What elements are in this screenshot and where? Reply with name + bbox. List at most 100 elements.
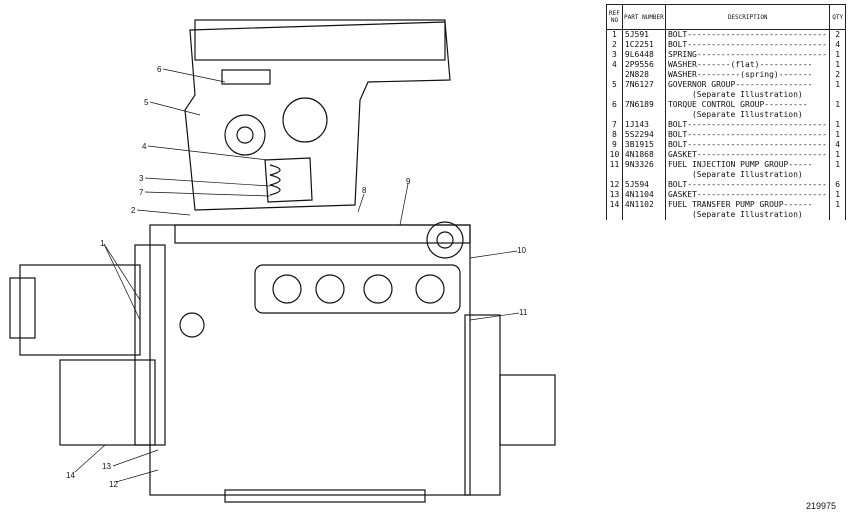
table-cell-description: GOVERNOR GROUP----------------(Separate … [664, 80, 831, 100]
table-cell-qty: 4 [829, 40, 846, 50]
table-cell-qty: 1 [829, 100, 846, 120]
callout-4: 4 [142, 142, 147, 151]
table-cell-qty: 1 [829, 150, 846, 160]
table-cell-ref: 7 [606, 120, 623, 130]
table-cell-description: BOLT----------------------------- [664, 140, 831, 150]
table-cell-description: BOLT----------------------------- [664, 120, 831, 130]
table-cell-qty: 1 [829, 190, 846, 200]
table-cell-qty: 1 [829, 120, 846, 130]
table-cell-ref: 4 [606, 60, 623, 70]
table-cell-qty: 1 [829, 130, 846, 140]
table-cell-part-number: 4N1868 [621, 150, 666, 160]
callout-3: 3 [139, 174, 144, 183]
description-text: BOLT----------------------------- [667, 40, 827, 49]
table-cell-qty: 1 [829, 160, 846, 180]
table-cell-qty: 1 [829, 80, 846, 100]
housing-boss-left [179, 312, 205, 338]
header-part-number: PART NUMBER [621, 4, 666, 30]
header-ref: REF NO [606, 4, 623, 30]
figure-number: 219975 [806, 501, 837, 511]
table-cell-ref: 14 [606, 200, 623, 220]
table-cell-part-number: 4N1104 [621, 190, 666, 200]
callout-8: 8 [362, 186, 367, 195]
table-cell-part-number: 3B1915 [621, 140, 666, 150]
table-cell-description: SPRING--------------------------- [664, 50, 831, 60]
table-cell-part-number: 1C2251 [621, 40, 666, 50]
table-cell-qty: 1 [829, 50, 846, 60]
callout-9: 9 [406, 177, 411, 186]
description-note: (Separate Illustration) [691, 90, 803, 99]
description-text: BOLT----------------------------- [667, 30, 827, 39]
callout-6: 6 [157, 65, 162, 74]
description-text: TORQUE CONTROL GROUP--------- [667, 100, 808, 109]
callout-2: 2 [131, 206, 136, 215]
outlet-fitting-4 [415, 274, 445, 304]
table-cell-ref: 13 [606, 190, 623, 200]
table-cell-description: BOLT----------------------------- [664, 40, 831, 50]
description-text: SPRING--------------------------- [667, 50, 827, 59]
governor-cover [194, 19, 446, 61]
table-cell-description: FUEL INJECTION PUMP GROUP-----(Separate … [664, 160, 831, 180]
description-text: WASHER-------(flat)----------- [667, 60, 813, 69]
description-text: BOLT----------------------------- [667, 130, 827, 139]
description-text: GASKET--------------------------- [667, 150, 827, 159]
header-qty: QTY [829, 4, 846, 30]
callout-10: 10 [517, 246, 526, 255]
table-cell-qty: 6 [829, 180, 846, 190]
table-header-row: REF NO PART NUMBER DESCRIPTION QTY [606, 4, 846, 30]
callout-7: 7 [139, 188, 144, 197]
leader-lines [74, 68, 520, 483]
table-cell-ref: 1 [606, 29, 623, 40]
table-cell-ref: 2 [606, 40, 623, 50]
description-text: FUEL INJECTION PUMP GROUP----- [667, 160, 813, 169]
description-text: BOLT----------------------------- [667, 180, 827, 189]
table-cell-part-number: 1J143 [621, 120, 666, 130]
table-cell-description: GASKET--------------------------- [664, 150, 831, 160]
callout-11: 11 [519, 308, 528, 317]
table-cell-description: BOLT----------------------------- [664, 130, 831, 140]
table-cell-part-number: 2P9556 [621, 60, 666, 70]
transfer-pump-end-cap [9, 277, 36, 339]
callout-labels: 1 2 3 4 5 6 7 8 9 10 11 12 13 14 [66, 65, 528, 489]
callout-5: 5 [144, 98, 149, 107]
table-cell-ref: 9 [606, 140, 623, 150]
table-cell-qty: 1 [829, 60, 846, 70]
housing-plug [426, 221, 464, 259]
table-cell-part-number: 9L6448 [621, 50, 666, 60]
description-note: (Separate Illustration) [691, 210, 803, 219]
outlet-fitting-1 [272, 274, 302, 304]
governor-boss-bore [236, 126, 254, 144]
description-text: BOLT----------------------------- [667, 140, 827, 149]
governor-housing [184, 21, 451, 211]
description-note: (Separate Illustration) [691, 110, 803, 119]
table-cell-part-number: 9N3326 [621, 160, 666, 180]
callout-14: 14 [66, 471, 75, 480]
description-text: GOVERNOR GROUP---------------- [667, 80, 813, 89]
table-cell-part-number: 2N828 [621, 70, 666, 80]
table-cell-ref: 6 [606, 100, 623, 120]
housing-plug-hex [436, 231, 454, 249]
table-cell-ref [606, 70, 623, 80]
table-cell-description: GASKET--------------------------- [664, 190, 831, 200]
table-cell-description: FUEL TRANSFER PUMP GROUP------(Separate … [664, 200, 831, 220]
header-description: DESCRIPTION [664, 4, 831, 30]
table-cell-qty: 4 [829, 140, 846, 150]
description-text: WASHER---------(spring)------- [667, 70, 813, 79]
drive-shaft-hub [499, 374, 556, 446]
description-text: GASKET--------------------------- [667, 190, 827, 199]
callout-1: 1 [100, 239, 105, 248]
table-cell-ref: 3 [606, 50, 623, 60]
governor-boss [224, 114, 266, 156]
